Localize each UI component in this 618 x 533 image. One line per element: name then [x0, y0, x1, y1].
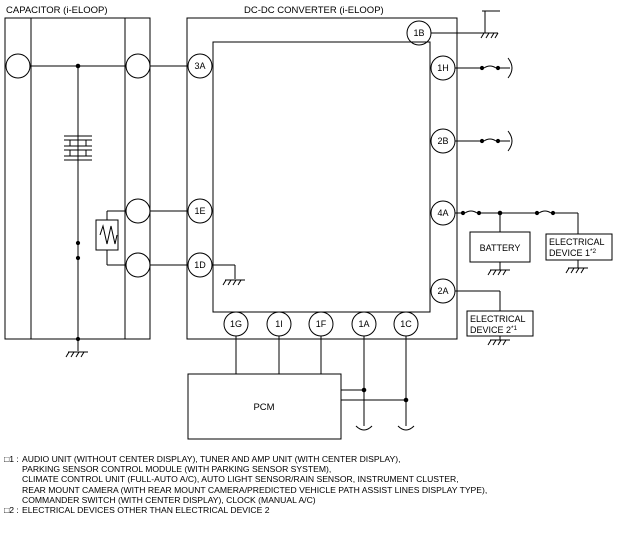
device2-name: DEVICE 2: [470, 325, 511, 335]
footnote-1-line: CLIMATE CONTROL UNIT (FULL-AUTO A/C), AU…: [22, 474, 459, 485]
device2-footnote: *1: [511, 325, 518, 332]
capacitor-bus-node: [75, 63, 81, 69]
device1-footnote: *2: [590, 248, 597, 255]
footnote-2-line: ELECTRICAL DEVICES OTHER THAN ELECTRICAL…: [22, 505, 270, 516]
device1-box: [545, 233, 613, 261]
pin-1c-label: 1C: [400, 319, 412, 329]
capacitor-title: CAPACITOR (i-ELOOP): [6, 5, 108, 16]
thermistor-zigzag: [99, 224, 118, 245]
device1-label-line2: DEVICE 1*2: [549, 248, 597, 258]
footnote-1-mark: □1 :: [4, 454, 19, 464]
device1-ground-icon: [565, 267, 588, 274]
pin-2a-label: 2A: [437, 286, 448, 296]
pin-4a-label: 4A: [437, 208, 448, 218]
capacitor-cells: [64, 135, 92, 161]
converter-1d-ground-icon: [222, 279, 245, 286]
converter-title: DC-DC CONVERTER (i-ELOOP): [244, 5, 384, 16]
pin-1e-label: 1E: [194, 206, 205, 216]
battery-label: BATTERY: [480, 243, 521, 253]
converter-frame: [186, 17, 458, 340]
device2-label-line2: DEVICE 2*1: [470, 325, 518, 335]
footnote-1-line: AUDIO UNIT (WITHOUT CENTER DISPLAY), TUN…: [22, 454, 401, 464]
capacitor-ground-icon: [65, 336, 88, 358]
pin-1b-label: 1B: [413, 28, 424, 38]
pin-1e: [187, 198, 213, 224]
pin-1a-label: 1A: [358, 319, 369, 329]
pcm-junction-1c: [403, 397, 409, 403]
footnote-2-mark: □2 :: [4, 505, 19, 516]
capacitor-terminal-1d: [125, 252, 151, 278]
capacitor-contact-upper: [75, 240, 81, 246]
device2-ground-icon: [487, 339, 510, 346]
pin-3a: [187, 53, 213, 79]
pin-1h-label: 1H: [437, 63, 449, 73]
footnote-2: □2 : ELECTRICAL DEVICES OTHER THAN ELECT…: [4, 505, 616, 515]
pin-3a-label: 3A: [194, 61, 205, 71]
footnote-1-line: PARKING SENSOR CONTROL MODULE (WITH PARK…: [22, 464, 332, 475]
battery-ground-icon: [487, 269, 510, 276]
capacitor-terminal-1e: [125, 198, 151, 224]
converter-inner-frame: [212, 41, 431, 313]
thermistor-icon: [95, 219, 119, 251]
footnotes: □1 : AUDIO UNIT (WITHOUT CENTER DISPLAY)…: [4, 454, 616, 515]
pin-1d-label: 1D: [194, 260, 206, 270]
converter-1b-ground-icon: [480, 10, 500, 39]
pin-1f-label: 1F: [316, 319, 327, 329]
pcm-box: [187, 373, 342, 440]
device1-name: DEVICE 1: [549, 248, 590, 258]
capacitor-terminal-top-left: [5, 53, 31, 79]
footnote-1-line: REAR MOUNT CAMERA (WITH REAR MOUNT CAMER…: [22, 484, 488, 495]
pin-1g-label: 1G: [230, 319, 242, 329]
device2-label-line1: ELECTRICAL: [470, 314, 526, 324]
pin-1i-label: 1I: [275, 319, 283, 329]
capacitor-terminal-top-right: [125, 53, 151, 79]
device1-label-line1: ELECTRICAL: [549, 237, 605, 247]
footnote-1-line: COMMANDER SWITCH (WITH CENTER DISPLAY), …: [22, 494, 316, 505]
pin-2b-label: 2B: [437, 136, 448, 146]
pcm-junction-1a: [361, 387, 367, 393]
footnote-1: □1 : AUDIO UNIT (WITHOUT CENTER DISPLAY)…: [4, 454, 616, 505]
pcm-label: PCM: [253, 402, 274, 413]
capacitor-contact-lower: [75, 255, 81, 261]
